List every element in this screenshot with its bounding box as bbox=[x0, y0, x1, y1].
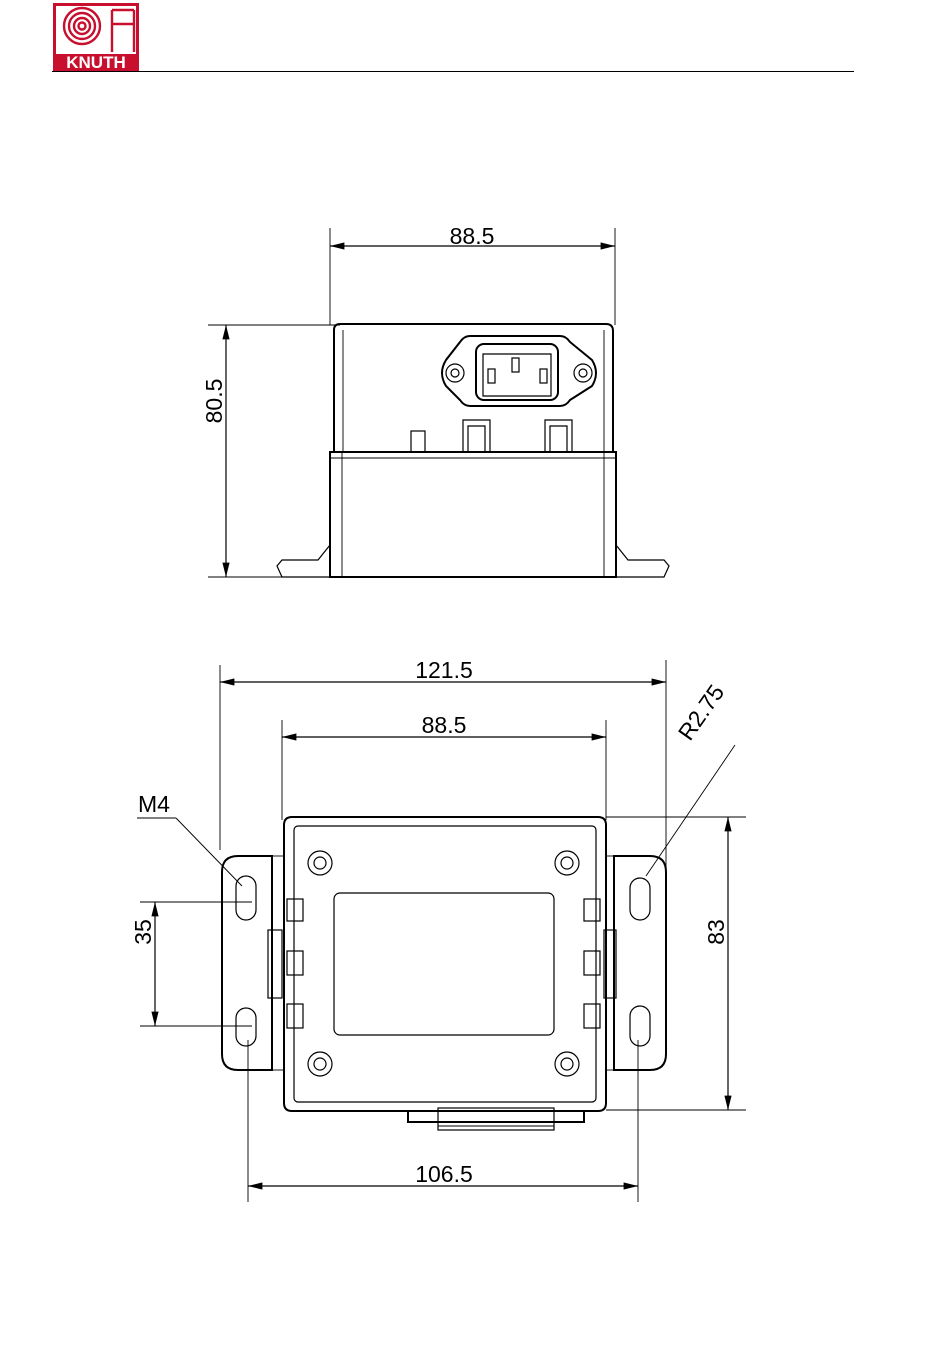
front-height-label: 80.5 bbox=[201, 379, 227, 424]
thread-leader-line bbox=[176, 818, 242, 886]
side-clips bbox=[268, 899, 616, 1028]
radius-leader-line bbox=[646, 745, 735, 876]
front-right-foot bbox=[616, 545, 669, 577]
front-view: 88.5 80.5 bbox=[201, 223, 669, 577]
corner-screws bbox=[308, 851, 579, 1076]
inlet-screw-left bbox=[446, 364, 464, 382]
left-mounting-flange bbox=[222, 856, 272, 1070]
right-mounting-flange bbox=[614, 856, 666, 1070]
inlet-protrusion bbox=[408, 1111, 584, 1122]
depth-label: 83 bbox=[703, 919, 729, 945]
left-slot-bottom bbox=[236, 1008, 256, 1046]
label-window bbox=[334, 893, 554, 1035]
body-width-label: 88.5 bbox=[422, 712, 467, 738]
right-slot-top bbox=[630, 878, 650, 920]
housing-bottom bbox=[330, 452, 616, 577]
slot-pitch-label: 35 bbox=[130, 919, 156, 945]
power-inlet bbox=[442, 336, 596, 406]
right-slot-bottom bbox=[630, 1006, 650, 1046]
radius-callout-label: R2.75 bbox=[673, 680, 730, 745]
front-left-foot bbox=[277, 545, 330, 577]
overall-width-label: 121.5 bbox=[415, 657, 473, 683]
inlet-screw-right bbox=[574, 364, 592, 382]
front-width-label: 88.5 bbox=[450, 223, 495, 249]
hole-spacing-label: 106.5 bbox=[415, 1161, 473, 1187]
bottom-view: 121.5 88.5 106.5 83 35 M4 R2.75 bbox=[130, 657, 746, 1202]
thread-callout-label: M4 bbox=[138, 791, 170, 817]
